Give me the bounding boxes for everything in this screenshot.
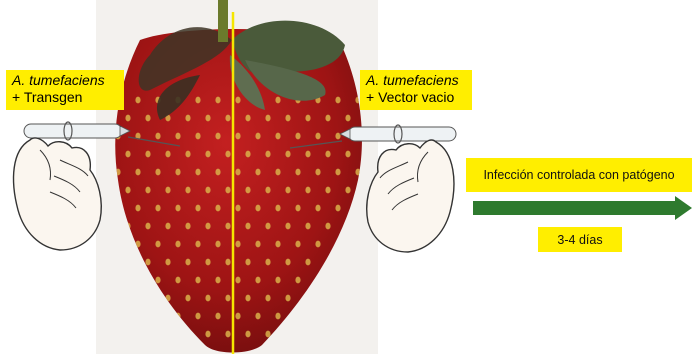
organism-name: A. tumefaciens — [366, 72, 466, 89]
syringe-icon — [24, 122, 130, 140]
hand-icon — [367, 140, 454, 252]
infection-label: Infección controlada con patógeno — [466, 158, 692, 192]
label-transgene: A. tumefaciens + Transgen — [6, 70, 124, 110]
organism-name: A. tumefaciens — [12, 72, 118, 89]
treatment-name: + Vector vacio — [366, 89, 466, 106]
duration-label: 3-4 días — [538, 227, 622, 252]
arrow-right-icon — [473, 196, 692, 220]
label-empty-vector: A. tumefaciens + Vector vacio — [360, 70, 472, 110]
hand-icon — [14, 138, 102, 250]
syringe-icon — [340, 125, 456, 143]
treatment-name: + Transgen — [12, 89, 118, 106]
